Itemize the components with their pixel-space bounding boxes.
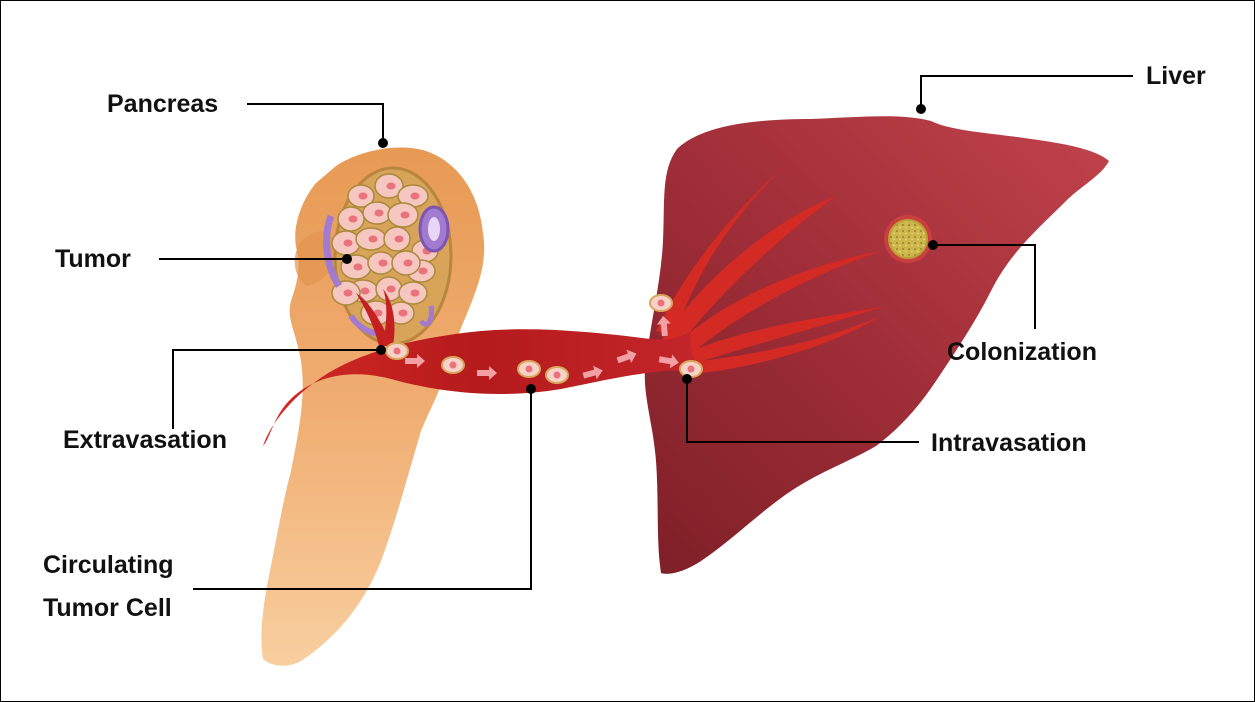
tumor-cell [338,207,364,231]
circulating-label-line2: Tumor Cell [43,593,172,623]
pancreas-label: Pancreas [107,89,218,119]
circulating-tumor-cell [680,361,702,377]
tumor-cell [368,252,394,274]
colonization-label: Colonization [947,337,1097,367]
circulating-tumor-cell [518,361,540,377]
colonization-leader-dot [928,240,938,250]
circulating-tumor-cell [386,343,408,359]
tumor-cell [356,228,386,250]
liver-label: Liver [1146,61,1206,91]
tumor-cell [388,203,418,227]
circulating-tumor-cell [546,367,568,383]
circulating-tumor-cell [442,357,464,373]
intravasation-leader-dot [682,374,692,384]
pancreas-leader [247,104,383,143]
colonization-site [884,215,932,263]
pancreas-leader-dot [378,138,388,148]
tumor-cell [376,277,402,301]
liver-leader-dot [916,104,926,114]
tumor-cell [392,251,420,275]
extravasation-label: Extravasation [63,425,227,455]
tumor-cell [399,282,427,304]
tumor-cell [363,202,391,224]
extravasation-leader-dot [376,345,386,355]
circulating-label-line1: Circulating [43,550,174,580]
tumor-label: Tumor [55,244,131,274]
liver-leader [921,76,1133,109]
tumor-leader-dot [342,254,352,264]
tumor-cell [332,231,360,255]
intravasation-label: Intravasation [931,428,1087,458]
circulating-leader-dot [526,384,536,394]
circulating-tumor-cell [650,295,672,311]
tumor-cell [384,227,410,251]
